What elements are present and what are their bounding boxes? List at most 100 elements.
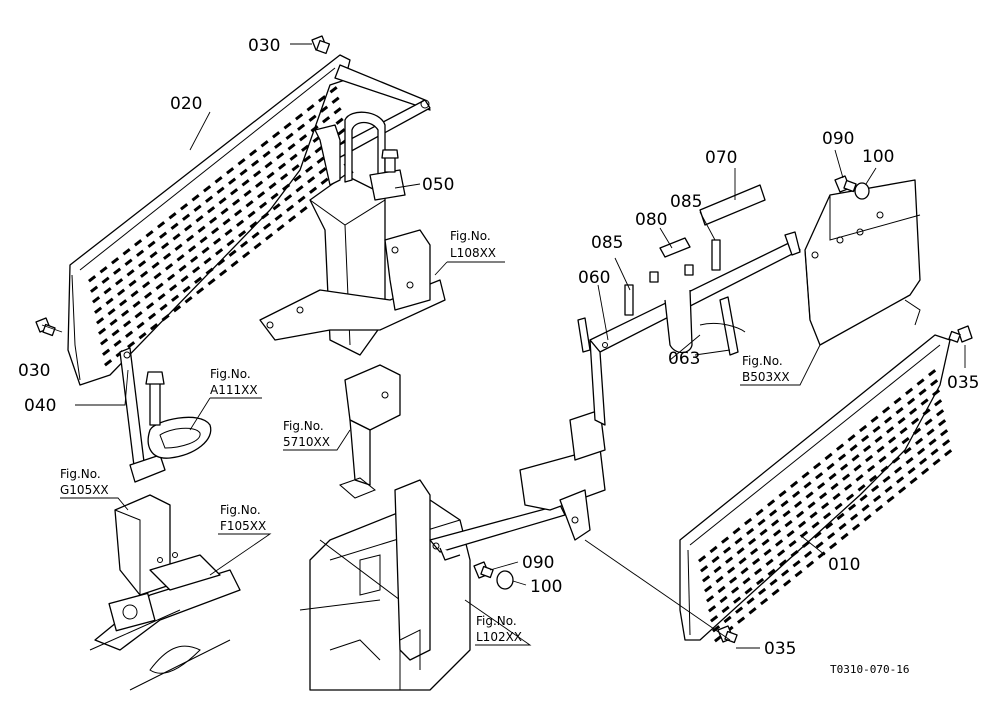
grille-slot <box>863 444 872 453</box>
grille-slot <box>227 177 237 185</box>
grille-slot <box>783 579 792 587</box>
grille-slot <box>134 239 143 247</box>
grille-slot <box>895 406 904 415</box>
grille-slot <box>169 284 178 292</box>
grille-slot <box>156 221 166 229</box>
label-020: 020 <box>170 94 202 114</box>
grille-slot <box>746 597 755 605</box>
grille-slot <box>713 565 722 574</box>
grille-slot <box>160 242 170 250</box>
grille-slot <box>93 306 103 314</box>
grille-slot <box>126 341 136 349</box>
grille-slot <box>167 273 176 281</box>
grille-slot <box>189 255 199 263</box>
grille-slot <box>719 595 728 604</box>
grille-slot <box>187 245 197 253</box>
grille-slot <box>861 504 870 512</box>
grille-slot <box>218 197 227 205</box>
grille-slot <box>903 446 912 455</box>
grille-slot <box>220 207 229 215</box>
grille-slot <box>897 416 906 425</box>
center-support <box>259 111 446 356</box>
grille-slot <box>857 484 866 492</box>
grille-slot <box>920 398 929 406</box>
grille-slot <box>318 95 327 103</box>
grille-slot <box>235 219 245 227</box>
bolt-035-right <box>948 325 973 343</box>
bolt-030-left <box>35 317 56 337</box>
grille-slot <box>103 359 113 367</box>
grille-slot <box>794 500 803 508</box>
grille-slot <box>769 509 778 517</box>
ref-f105-code: F105XX <box>220 519 266 533</box>
grille-slot <box>206 206 216 214</box>
grille-slot <box>335 117 344 125</box>
grille-slot <box>806 560 815 568</box>
grille-slot <box>264 161 273 169</box>
label-090-top: 090 <box>822 129 854 149</box>
grille-slot <box>233 209 243 217</box>
grille-slot <box>145 230 154 238</box>
grille-slot <box>226 167 235 175</box>
grille-slot <box>230 188 239 196</box>
grille-slot <box>170 222 179 230</box>
grille-slot <box>735 606 744 614</box>
b503-panel <box>804 179 921 346</box>
grille-slot <box>817 551 826 559</box>
grille-slot <box>136 321 145 329</box>
label-085-b: 085 <box>670 192 702 212</box>
grille-slot <box>153 272 162 280</box>
grille-slot <box>907 466 916 475</box>
grille-slot <box>901 436 910 445</box>
grille-slot <box>293 174 302 182</box>
grille-slot <box>145 302 155 310</box>
grille-slot <box>884 416 893 424</box>
grille-slot <box>294 113 304 121</box>
grille-slot <box>216 186 225 194</box>
grille-slot <box>907 397 916 405</box>
grille-slot <box>230 260 239 268</box>
grille-slot <box>92 296 101 304</box>
ref-f105-prefix: Fig.No. <box>220 503 261 517</box>
grille-slot <box>758 587 767 596</box>
ref-l102-code: L102XX <box>476 630 522 644</box>
grille-slot <box>916 378 925 386</box>
grille-slot <box>122 248 131 256</box>
grille-slot <box>241 179 250 187</box>
grille-slot <box>832 492 841 501</box>
grille-slot <box>807 501 816 509</box>
figure-references: Fig.No. A111XX Fig.No. G105XX Fig.No. F1… <box>60 229 909 676</box>
grille-slot <box>934 399 943 407</box>
grille-slot <box>827 532 836 540</box>
grille-slot <box>276 152 285 160</box>
grille-slot <box>815 472 824 480</box>
ref-g105-code: G105XX <box>60 483 109 497</box>
grille-slot <box>314 146 323 154</box>
ref-g105-prefix: Fig.No. <box>60 467 101 481</box>
grille-slot <box>928 369 937 377</box>
grille-slot <box>777 549 786 557</box>
grille-slot <box>710 615 719 623</box>
ref-a111-code: A111XX <box>210 383 258 397</box>
grille-slot <box>172 305 182 313</box>
grille-slot <box>224 228 233 236</box>
grille-slot <box>151 261 160 269</box>
label-030-left: 030 <box>18 361 50 381</box>
grille-slot <box>124 258 133 266</box>
a111-hook <box>145 371 212 459</box>
grille-slot <box>852 523 861 531</box>
grille-slot <box>182 285 191 293</box>
grille-slot <box>239 240 249 248</box>
bolt-035-bottom <box>717 625 738 644</box>
part-labels: 030 020 030 040 050 060 063 070 080 085 … <box>18 36 979 659</box>
grille-slot <box>853 464 862 472</box>
grille-slot <box>897 486 907 494</box>
grille-slot <box>882 475 891 483</box>
grille-slot <box>214 176 223 184</box>
grille-slot <box>287 143 296 151</box>
grille-slot <box>746 527 755 536</box>
grille-slot <box>874 435 883 443</box>
grille-slot <box>134 311 143 319</box>
grille-slot <box>792 490 801 498</box>
grille-slot <box>748 537 757 546</box>
